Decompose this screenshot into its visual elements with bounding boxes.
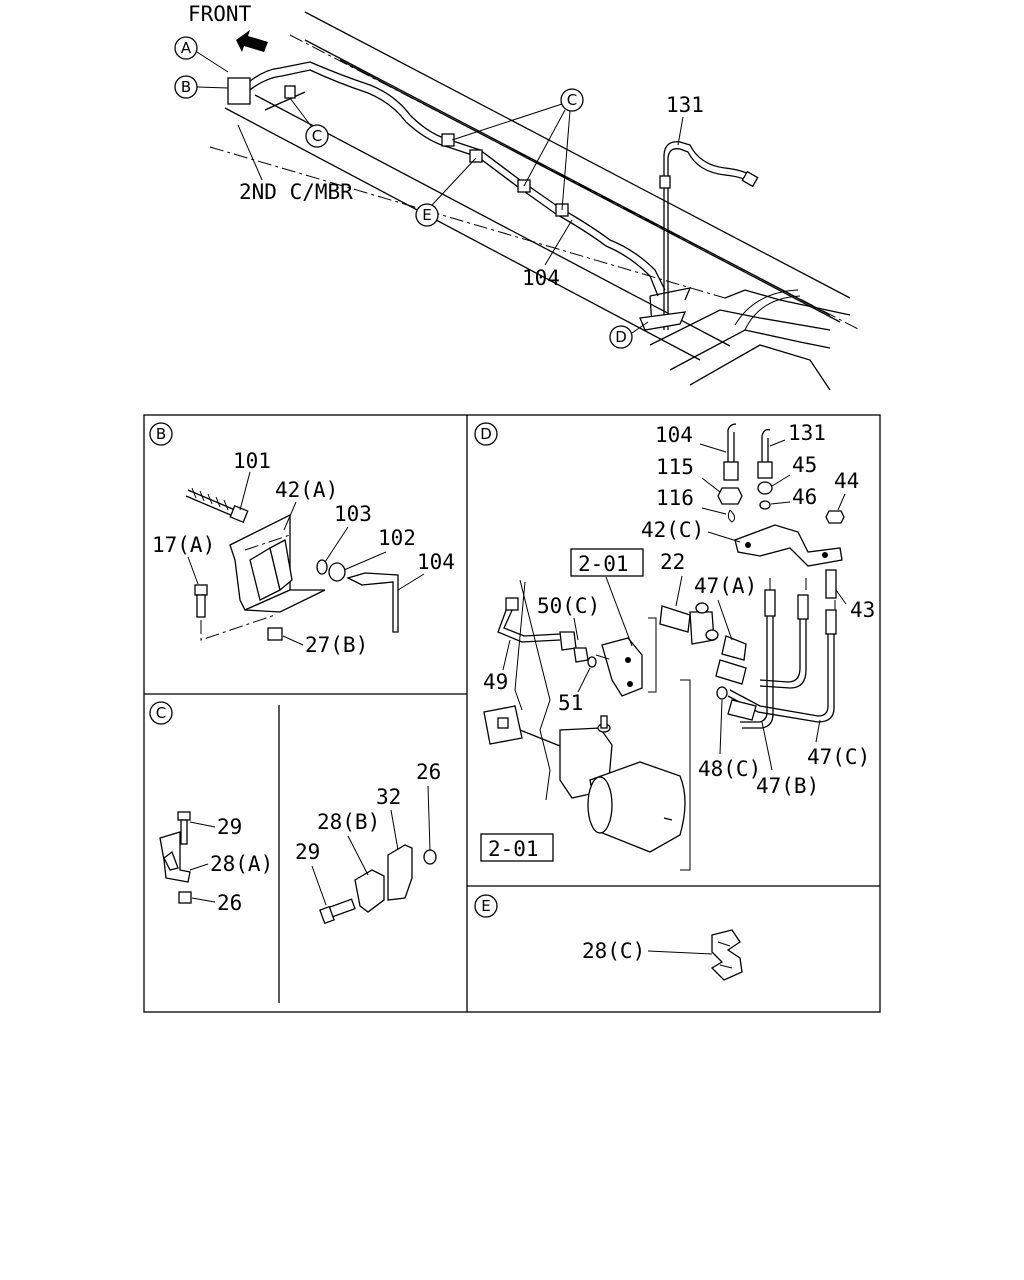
label-116: 116	[656, 486, 694, 510]
label-43: 43	[850, 598, 875, 622]
label-29-right: 29	[295, 840, 320, 864]
callout-d: D	[609, 321, 649, 349]
label-29-left: 29	[217, 815, 242, 839]
label-104-b: 104	[417, 550, 455, 574]
svg-text:C: C	[156, 704, 166, 722]
label-46: 46	[792, 485, 817, 509]
panel-b-tag: B	[149, 422, 173, 446]
label-50c: 50(C)	[537, 594, 600, 618]
label-27b: 27(B)	[305, 633, 368, 657]
panel-d-tag: D	[474, 422, 498, 446]
label-28a: 28(A)	[210, 852, 273, 876]
label-17a: 17(A)	[152, 533, 215, 557]
label-47a: 47(A)	[694, 574, 757, 598]
label-44: 44	[834, 469, 859, 493]
label-47b: 47(B)	[756, 774, 819, 798]
svg-text:E: E	[481, 897, 490, 915]
label-47c: 47(C)	[807, 745, 870, 769]
label-28b: 28(B)	[317, 810, 380, 834]
front-arrow-icon	[236, 30, 268, 52]
panel-d: D	[474, 421, 875, 871]
panel-b: B 101 42(A) 103 102 104 17(A) 27(B)	[149, 422, 455, 657]
panel-e-tag: E	[474, 894, 498, 918]
label-45: 45	[792, 453, 817, 477]
brake-pipe	[227, 61, 759, 331]
panel-e: E 28(C)	[474, 894, 743, 981]
svg-text:C: C	[567, 91, 577, 109]
svg-text:2-01: 2-01	[488, 837, 539, 861]
label-26-left: 26	[217, 891, 242, 915]
label-48c: 48(C)	[698, 757, 761, 781]
ref-box-top	[570, 548, 644, 577]
panel-frames	[143, 414, 881, 1013]
panel-c: C 29 28(A) 26 26 32 28(B) 29	[149, 701, 441, 925]
svg-text:D: D	[480, 425, 492, 443]
label-32: 32	[376, 785, 401, 809]
ref-box-bottom	[480, 833, 554, 862]
label-131-d: 131	[788, 421, 826, 445]
label-49: 49	[483, 670, 508, 694]
callout-c-center: C	[451, 88, 584, 211]
label-22: 22	[660, 550, 685, 574]
label-28c: 28(C)	[582, 939, 645, 963]
label-104: 104	[522, 266, 560, 290]
label-101: 101	[233, 449, 271, 473]
svg-text:2-01: 2-01	[578, 552, 629, 576]
svg-text:C: C	[312, 127, 322, 145]
svg-text:B: B	[181, 78, 191, 96]
svg-text:B: B	[156, 425, 166, 443]
member-label: 2ND C/MBR	[239, 180, 353, 204]
svg-text:E: E	[422, 206, 431, 224]
label-42a: 42(A)	[275, 478, 338, 502]
label-104-d: 104	[655, 423, 693, 447]
svg-text:A: A	[181, 39, 192, 57]
frame-rails	[209, 11, 861, 391]
label-131: 131	[666, 93, 704, 117]
clip-a	[227, 77, 251, 105]
overview-section: FRONT	[174, 2, 861, 391]
callout-a: A	[174, 36, 229, 73]
label-115: 115	[656, 455, 694, 479]
label-42c: 42(C)	[641, 518, 704, 542]
front-label: FRONT	[188, 2, 252, 26]
callout-c-left: C	[289, 97, 329, 148]
label-26-right: 26	[416, 760, 441, 784]
label-102: 102	[378, 526, 416, 550]
label-51: 51	[558, 691, 583, 715]
svg-text:D: D	[615, 328, 627, 346]
panel-c-tag: C	[149, 701, 173, 725]
callout-e: E	[415, 157, 477, 227]
label-103: 103	[334, 502, 372, 526]
callout-b: B	[174, 75, 229, 99]
